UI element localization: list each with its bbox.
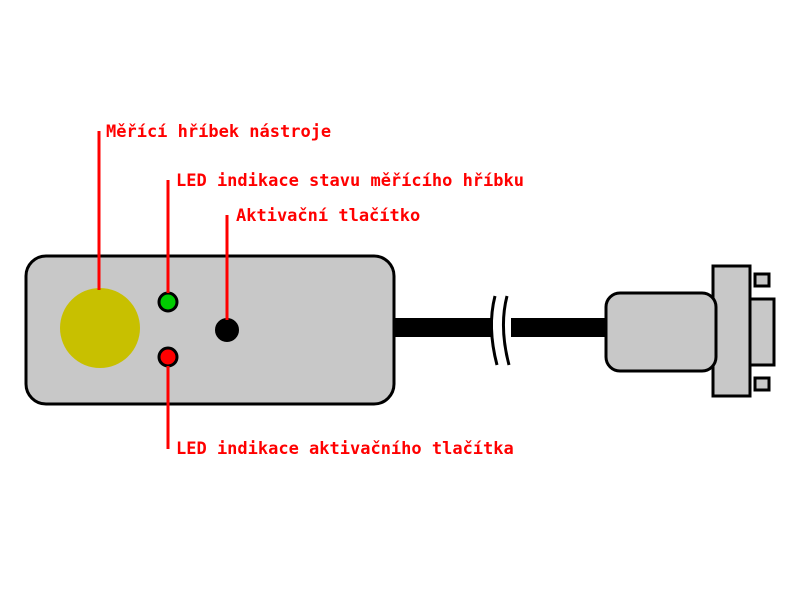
led-button-red bbox=[157, 346, 179, 368]
connector-shell bbox=[604, 291, 718, 373]
label-led-status: LED indikace stavu měřícího hříbku bbox=[176, 171, 524, 191]
led-status-green bbox=[157, 291, 179, 313]
cable bbox=[393, 295, 611, 366]
measuring-probe bbox=[60, 288, 140, 368]
connector-pin-top bbox=[753, 272, 771, 288]
cable-break-mark-left bbox=[489, 295, 499, 366]
leader-lines bbox=[97, 131, 229, 449]
activation-button bbox=[215, 318, 239, 342]
cable-segment-right bbox=[511, 318, 611, 337]
connector bbox=[604, 264, 776, 398]
label-activation-button: Aktivační tlačítko bbox=[236, 206, 421, 226]
connector-pin-bottom bbox=[753, 376, 771, 392]
cable-segment-left bbox=[393, 318, 493, 337]
label-measuring-probe: Měřící hříbek nástroje bbox=[106, 122, 332, 142]
connector-tongue bbox=[748, 297, 776, 367]
cable-break-mark-right bbox=[501, 295, 511, 366]
label-led-button: LED indikace aktivačního tlačítka bbox=[176, 439, 514, 459]
connector-flange bbox=[711, 264, 752, 398]
